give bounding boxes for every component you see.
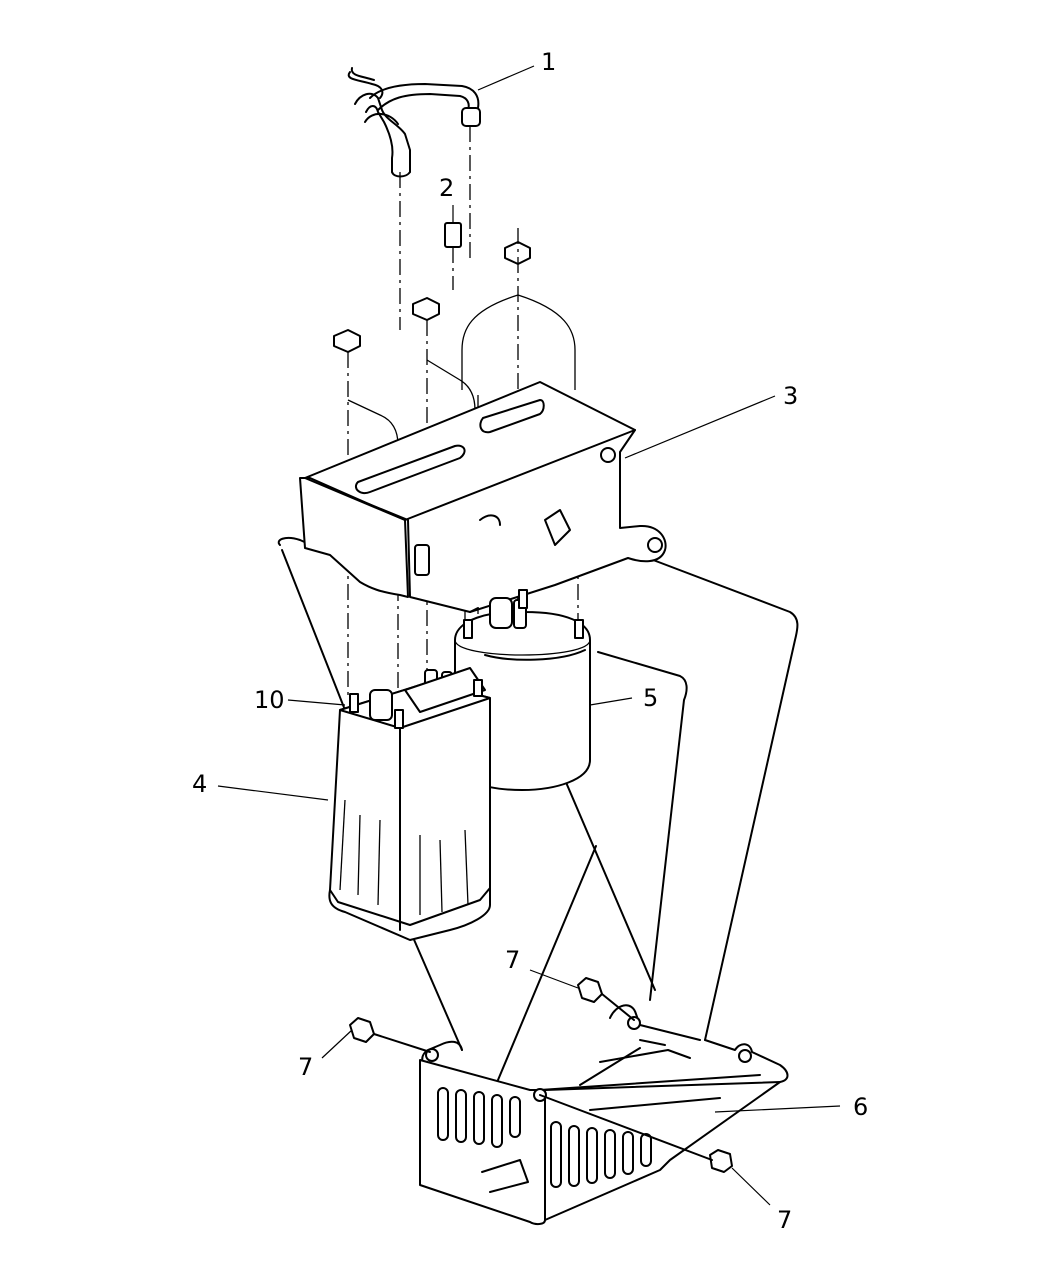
callout-3: 3 bbox=[783, 382, 798, 410]
nut-hex bbox=[333, 241, 531, 353]
callout-10: 10 bbox=[254, 686, 285, 714]
callout-2: 2 bbox=[439, 174, 454, 202]
callout-1: 1 bbox=[541, 48, 556, 76]
callout-4: 4 bbox=[192, 770, 207, 798]
part-2-connector bbox=[444, 222, 462, 248]
part-10-studs bbox=[349, 589, 584, 729]
callout-7-bottom: 7 bbox=[777, 1206, 792, 1234]
leader-lines bbox=[217, 65, 841, 1206]
nut-guide-lines bbox=[347, 294, 576, 446]
cage-slots bbox=[437, 1087, 652, 1188]
callout-7-left: 7 bbox=[298, 1053, 313, 1081]
callout-7-top: 7 bbox=[505, 946, 520, 974]
part-7-bolts bbox=[349, 977, 733, 1173]
part-1-vapor-hose bbox=[347, 67, 481, 178]
callout-labels: 1 2 3 4 5 6 7 7 7 10 bbox=[192, 48, 868, 1234]
part-6-mount-bracket bbox=[277, 536, 799, 1226]
part-3-upper-bracket bbox=[299, 381, 667, 613]
callout-6: 6 bbox=[853, 1093, 868, 1121]
part-4-vapor-canister bbox=[328, 667, 491, 941]
callout-5: 5 bbox=[643, 684, 658, 712]
